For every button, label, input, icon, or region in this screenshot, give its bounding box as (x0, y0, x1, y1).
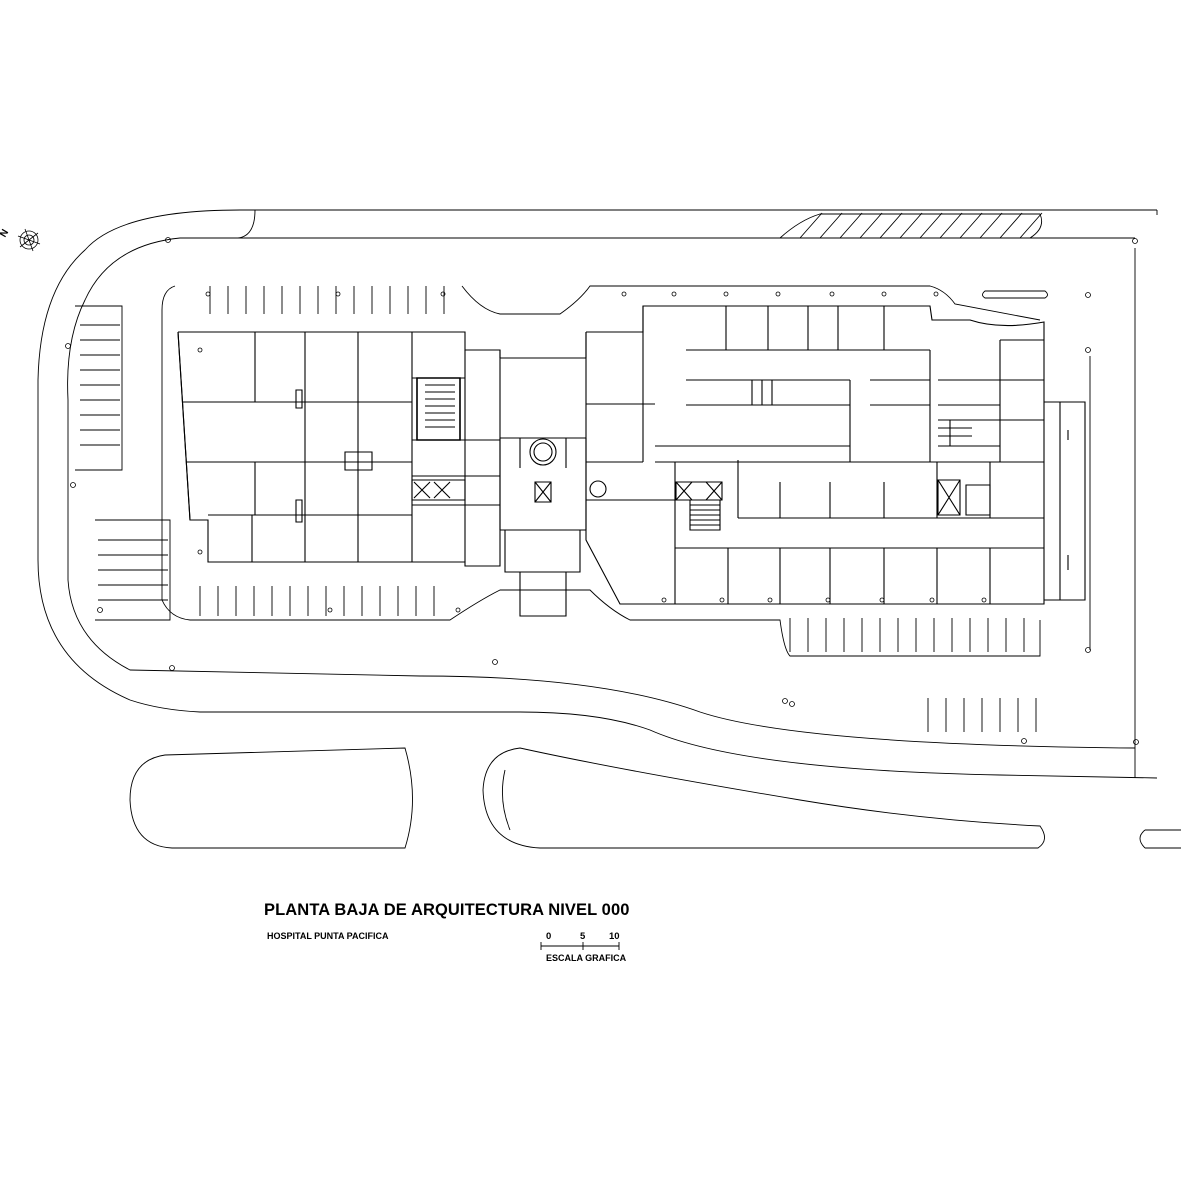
site-roads (37, 209, 1181, 849)
graphic-scale-bar (540, 942, 620, 950)
site-poles (65, 237, 1139, 745)
scale-tick-5: 5 (580, 931, 586, 942)
plan-subtitle: HOSPITAL PUNTA PACIFICA (267, 931, 389, 941)
parking-stalls (161, 285, 1048, 732)
scale-tick-0: 0 (546, 931, 552, 942)
scale-caption: ESCALA GRAFICA (546, 953, 627, 963)
central-lobby (499, 332, 587, 617)
north-arrow (17, 228, 41, 252)
west-wing (177, 331, 501, 567)
plan-title: PLANTA BAJA DE ARQUITECTURA NIVEL 000 (264, 901, 630, 919)
east-wing (585, 305, 1086, 605)
scale-tick-10: 10 (609, 931, 620, 942)
